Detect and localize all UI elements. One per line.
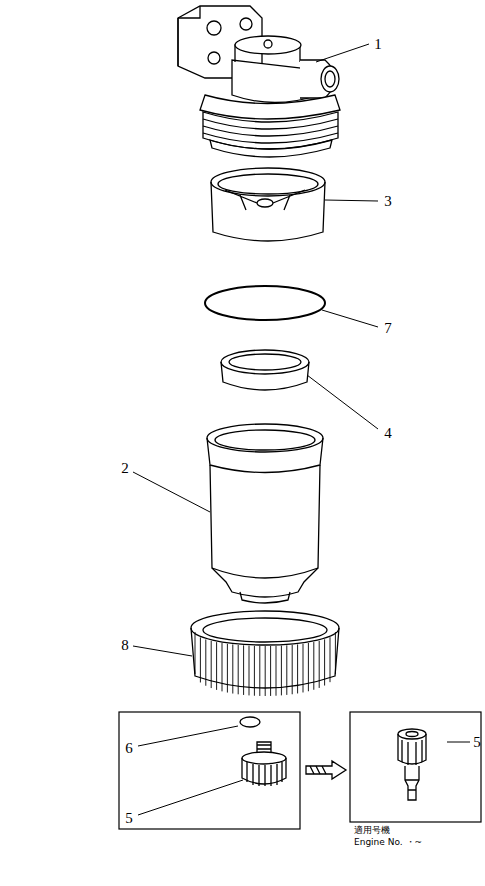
- callout-number: 4: [384, 426, 392, 441]
- knurl-stroke: [259, 646, 260, 696]
- callout-number: 7: [384, 321, 392, 336]
- o-ring: [205, 286, 325, 320]
- knurl-stroke: [243, 645, 244, 695]
- knurl-stroke: [205, 639, 206, 685]
- knurl-stroke: [232, 644, 233, 693]
- knurl-stroke: [330, 637, 331, 682]
- knurl-stroke: [308, 643, 309, 691]
- engine-number-note: Engine No. ・~: [354, 838, 422, 847]
- knurl-stroke: [211, 641, 212, 688]
- filter-head: [178, 6, 340, 157]
- knurl-stroke: [292, 645, 293, 694]
- callout-number: 2: [121, 461, 129, 476]
- knurl-stroke: [200, 637, 201, 682]
- knurl-stroke: [276, 646, 277, 696]
- seal-ring: [240, 717, 260, 727]
- knurl-stroke: [227, 644, 228, 693]
- knurl-stroke: [286, 645, 287, 695]
- knurl-stroke: [303, 644, 304, 693]
- knurl-stroke: [195, 632, 196, 674]
- retaining-nut: [191, 611, 339, 696]
- leader-lines: [133, 44, 470, 815]
- knurl-stroke: [270, 646, 271, 696]
- center-bolt-cup: [211, 168, 325, 241]
- packing-ring: [221, 350, 309, 390]
- knurl-stroke: [297, 644, 298, 693]
- knurl-stroke: [324, 639, 325, 685]
- drain-plug: [242, 742, 286, 786]
- knurl-stroke: [335, 632, 336, 674]
- drain-plug-new: [398, 729, 426, 800]
- change-arrow: [306, 761, 346, 779]
- knurl-stroke: [238, 645, 239, 694]
- knurl-stroke: [313, 642, 314, 690]
- callout-number: 6: [125, 741, 133, 756]
- knurl-stroke: [265, 646, 266, 696]
- knurl-stroke: [281, 646, 282, 696]
- filter-bowl: [207, 424, 323, 603]
- callout-number: 8: [121, 638, 129, 653]
- knurl-stroke: [222, 643, 223, 691]
- callout-number: 5: [473, 735, 481, 750]
- callout-number: 1: [374, 37, 382, 52]
- knurl-stroke: [216, 642, 217, 690]
- inset-box: [119, 712, 300, 829]
- knurl-stroke: [254, 646, 255, 696]
- callout-number: 5: [125, 811, 133, 826]
- knurl-stroke: [249, 646, 250, 696]
- callout-number: 3: [384, 194, 392, 209]
- inset-box: [350, 712, 481, 822]
- applicability-note: 適用号機: [354, 826, 390, 835]
- knurl-stroke: [319, 641, 320, 688]
